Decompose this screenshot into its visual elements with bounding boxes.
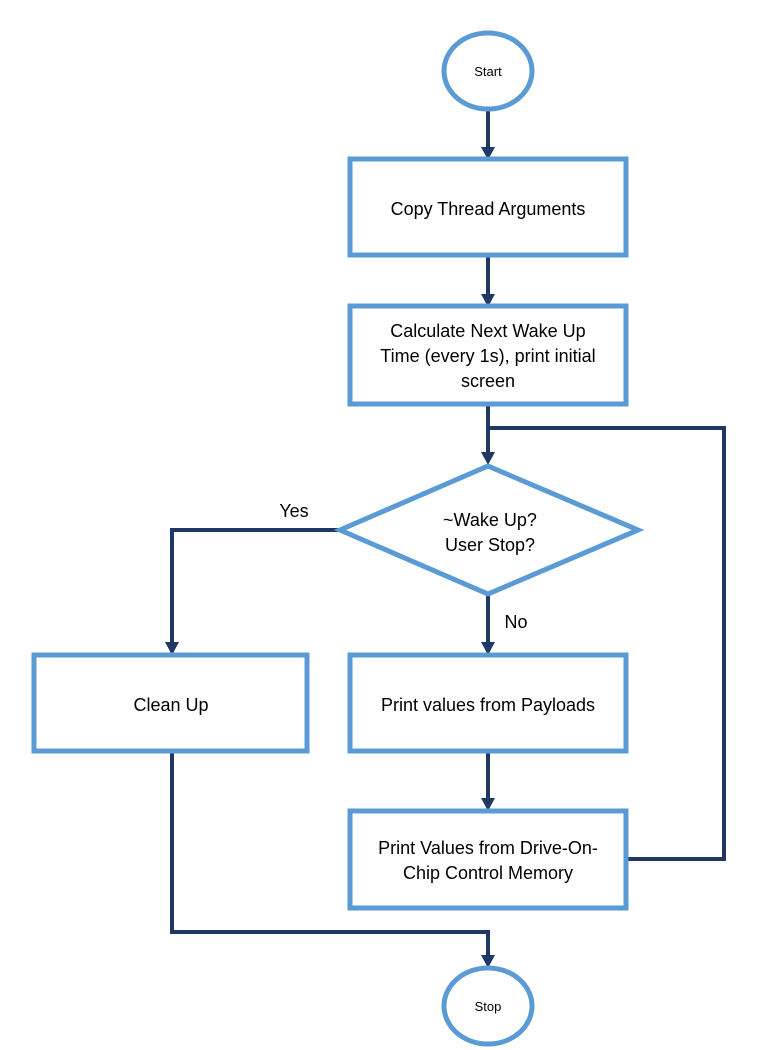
print-doc-line2: Chip Control Memory	[403, 863, 573, 883]
edge-loop-back	[488, 426, 726, 861]
arrowhead-icon	[165, 642, 179, 655]
start-label: Start	[474, 64, 502, 79]
arrowhead-icon	[481, 642, 495, 655]
arrowhead-icon	[481, 955, 495, 968]
print-payloads-label: Print values from Payloads	[381, 695, 595, 715]
print-payloads-node: Print values from Payloads	[347, 652, 629, 754]
print-doc-node: Print Values from Drive-On- Chip Control…	[347, 808, 629, 911]
calculate-wake-up-line1: Calculate Next Wake Up	[390, 321, 585, 341]
stop-node: Stop	[441, 965, 535, 1047]
clean-up-node: Clean Up	[31, 652, 310, 754]
connectors	[165, 110, 726, 968]
edge-decision-yes	[170, 528, 340, 642]
no-label: No	[504, 612, 527, 632]
decision-node: ~Wake Up? User Stop?	[333, 463, 645, 597]
edge-cleanup-to-stop	[170, 752, 490, 955]
start-node: Start	[441, 30, 535, 112]
yes-label: Yes	[279, 501, 308, 521]
copy-thread-arguments-node: Copy Thread Arguments	[347, 156, 629, 258]
print-doc-line1: Print Values from Drive-On-	[378, 838, 598, 858]
arrowhead-icon	[481, 147, 495, 160]
clean-up-label: Clean Up	[133, 695, 208, 715]
copy-thread-arguments-label: Copy Thread Arguments	[391, 199, 586, 219]
decision-line2: User Stop?	[445, 535, 535, 555]
calculate-wake-up-line3: screen	[461, 371, 515, 391]
calculate-wake-up-line2: Time (every 1s), print initial	[380, 346, 595, 366]
decision-line1: ~Wake Up?	[443, 510, 537, 530]
arrowhead-icon	[481, 294, 495, 307]
stop-label: Stop	[475, 999, 502, 1014]
arrowhead-icon	[481, 798, 495, 811]
calculate-wake-up-node: Calculate Next Wake Up Time (every 1s), …	[347, 303, 629, 407]
arrowhead-icon	[481, 452, 495, 465]
